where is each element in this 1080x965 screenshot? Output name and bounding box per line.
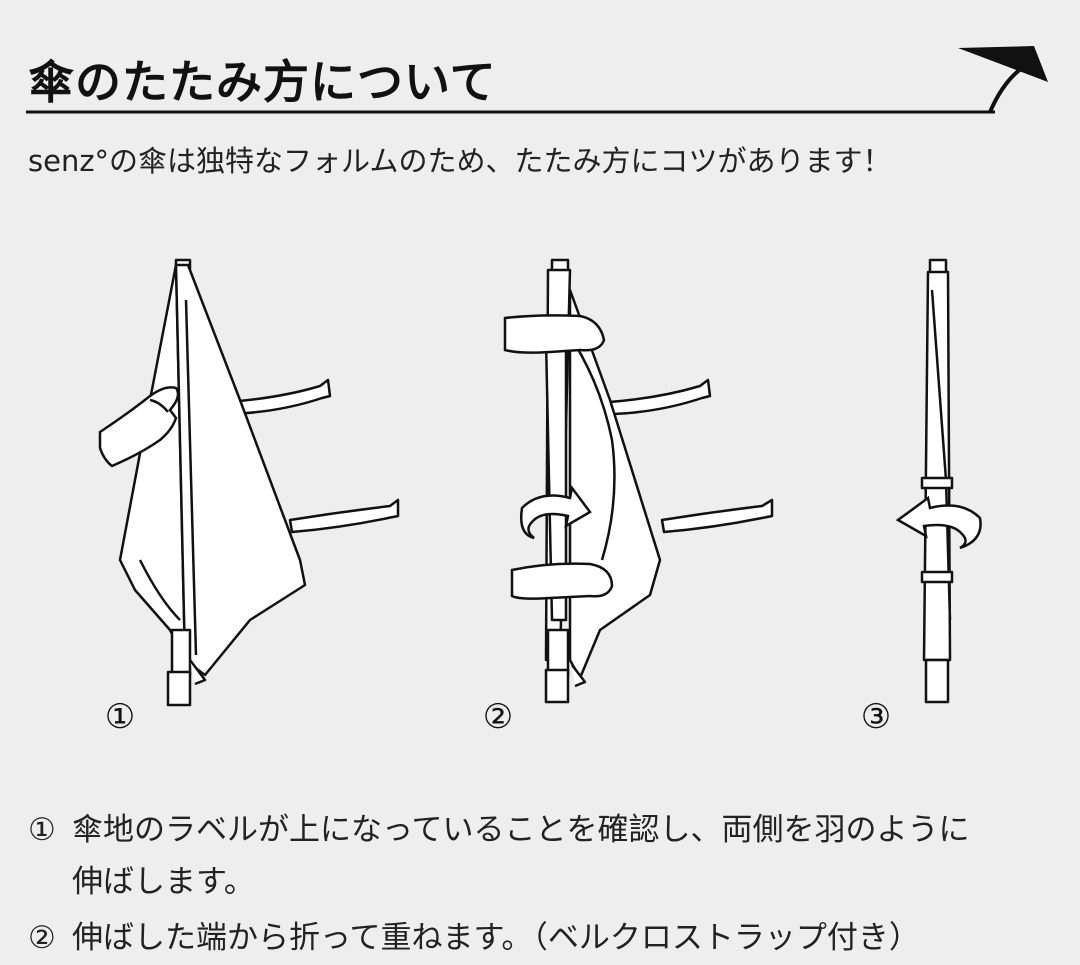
- figure-2-marker-label: ②: [483, 697, 513, 737]
- page-title: 傘のたたみ方について: [28, 55, 497, 109]
- folding-illustrations: ① ② ③: [98, 258, 982, 737]
- header-rule: [26, 46, 1048, 114]
- hand-icon: [503, 314, 614, 600]
- intro-text: senz°の傘は独特なフォルムのため、たたみ方にコツがあります！: [28, 144, 892, 178]
- step-1-line-2: 伸ばします。: [72, 864, 255, 900]
- figure-3-marker-label: ③: [861, 697, 891, 737]
- step-2-marker: ②: [28, 920, 56, 956]
- hand-icon: [98, 386, 180, 468]
- rotate-arrow-icon: [520, 485, 592, 540]
- step-2-text: ② 伸ばした端から折って重ねます。（ベルクロストラップ付き）: [28, 912, 920, 964]
- rotate-arrow-icon: [895, 495, 982, 550]
- step-1-marker: ①: [28, 812, 56, 848]
- figure-1-marker-label: ①: [105, 697, 135, 737]
- figure-1-umbrella: [118, 258, 400, 707]
- step-2-line-1: 伸ばした端から折って重ねます。（ベルクロストラップ付き）: [72, 920, 920, 956]
- step-1-line-1: 傘地のラベルが上になっていることを確認し、両側を羽のように: [72, 812, 970, 848]
- senz-logo-icon: [958, 46, 1048, 113]
- figure-2-umbrella: [544, 258, 774, 704]
- step-1-text: ① 傘地のラベルが上になっていることを確認し、両側を羽のように 伸ばします。: [28, 804, 1058, 908]
- figure-3-umbrella: [920, 258, 954, 704]
